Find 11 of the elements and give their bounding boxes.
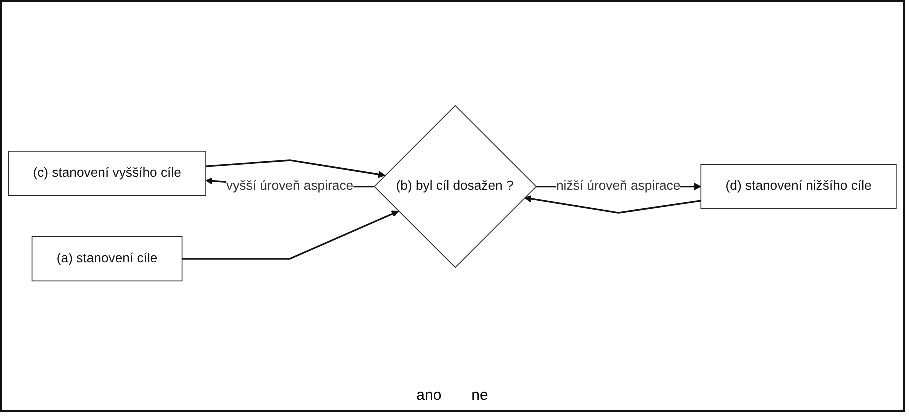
edge-label: nižší úroveň aspirace [556, 179, 681, 194]
arrow [182, 210, 400, 260]
branch-label: ano [416, 387, 442, 404]
edge-label: vyšší úroveň aspirace [226, 179, 354, 194]
node-box: (c) stanovení vyššího cíle [8, 151, 206, 196]
arrow [524, 195, 702, 214]
arrow [206, 160, 386, 178]
node-diamond: (b) byl cíl dosažen ? [374, 105, 537, 268]
node-box: (d) stanovení nižšího cíle [700, 164, 897, 210]
branch-label: ne [472, 387, 488, 404]
node-box: (a) stanovení cíle [32, 236, 183, 282]
